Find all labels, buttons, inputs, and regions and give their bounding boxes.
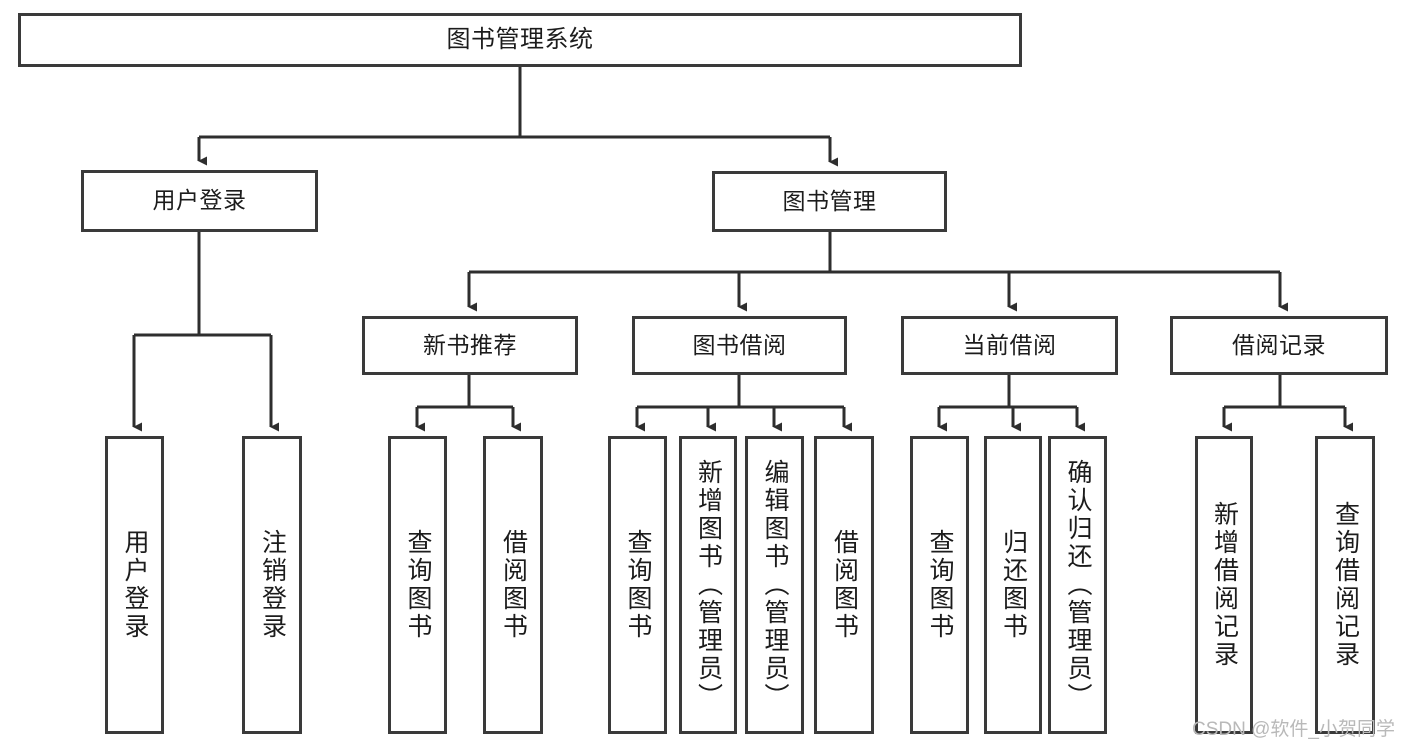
node-new-book-recommend-label: 新书推荐	[423, 331, 517, 358]
leaf-confirm-return-admin[interactable]: 确认归还（管理员）	[1048, 436, 1107, 734]
leaf-return-book-label: 归还图书	[999, 529, 1028, 641]
leaf-user-login[interactable]: 用户登录	[105, 436, 164, 734]
node-book-borrow-label: 图书借阅	[692, 331, 787, 358]
node-user-login-label: 用户登录	[152, 187, 247, 214]
node-book-management-label: 图书管理	[782, 187, 877, 214]
node-book-borrow[interactable]: 图书借阅	[632, 316, 847, 375]
leaf-user-login-label: 用户登录	[121, 529, 149, 641]
leaf-query-book-borrow-label: 查询图书	[624, 529, 652, 641]
leaf-query-borrow-record-label: 查询借阅记录	[1331, 501, 1360, 669]
leaf-edit-book-admin-label: 编辑图书（管理员）	[761, 459, 789, 711]
csdn-watermark: CSDN @软件_小贺同学	[1192, 719, 1395, 740]
leaf-return-book[interactable]: 归还图书	[984, 436, 1042, 734]
leaf-borrow-book-label: 借阅图书	[830, 529, 859, 641]
leaf-borrow-book-newbook[interactable]: 借阅图书	[483, 436, 543, 734]
leaf-query-book-newbook-label: 查询图书	[404, 529, 432, 641]
leaf-add-borrow-record[interactable]: 新增借阅记录	[1195, 436, 1253, 734]
node-user-login[interactable]: 用户登录	[81, 170, 318, 232]
leaf-add-book-admin[interactable]: 新增图书（管理员）	[679, 436, 737, 734]
leaf-query-borrow-record[interactable]: 查询借阅记录	[1315, 436, 1375, 734]
leaf-query-book-current[interactable]: 查询图书	[910, 436, 969, 734]
leaf-borrow-book[interactable]: 借阅图书	[814, 436, 874, 734]
leaf-logout-label: 注销登录	[258, 529, 287, 641]
node-root[interactable]: 图书管理系统	[18, 13, 1022, 67]
leaf-logout[interactable]: 注销登录	[242, 436, 302, 734]
node-root-label: 图书管理系统	[446, 25, 594, 53]
leaf-query-book-current-label: 查询图书	[926, 529, 954, 641]
leaf-query-book-newbook[interactable]: 查询图书	[388, 436, 447, 734]
node-borrow-record[interactable]: 借阅记录	[1170, 316, 1388, 375]
node-book-management[interactable]: 图书管理	[712, 171, 947, 232]
node-current-borrow-label: 当前借阅	[962, 331, 1057, 358]
leaf-confirm-return-admin-label: 确认归还（管理员）	[1064, 459, 1092, 711]
node-borrow-record-label: 借阅记录	[1232, 331, 1326, 358]
node-current-borrow[interactable]: 当前借阅	[901, 316, 1118, 375]
leaf-borrow-book-newbook-label: 借阅图书	[499, 529, 528, 641]
leaf-add-book-admin-label: 新增图书（管理员）	[694, 459, 723, 711]
leaf-add-borrow-record-label: 新增借阅记录	[1210, 501, 1239, 669]
leaf-query-book-borrow[interactable]: 查询图书	[608, 436, 667, 734]
node-new-book-recommend[interactable]: 新书推荐	[362, 316, 578, 375]
leaf-edit-book-admin[interactable]: 编辑图书（管理员）	[745, 436, 804, 734]
